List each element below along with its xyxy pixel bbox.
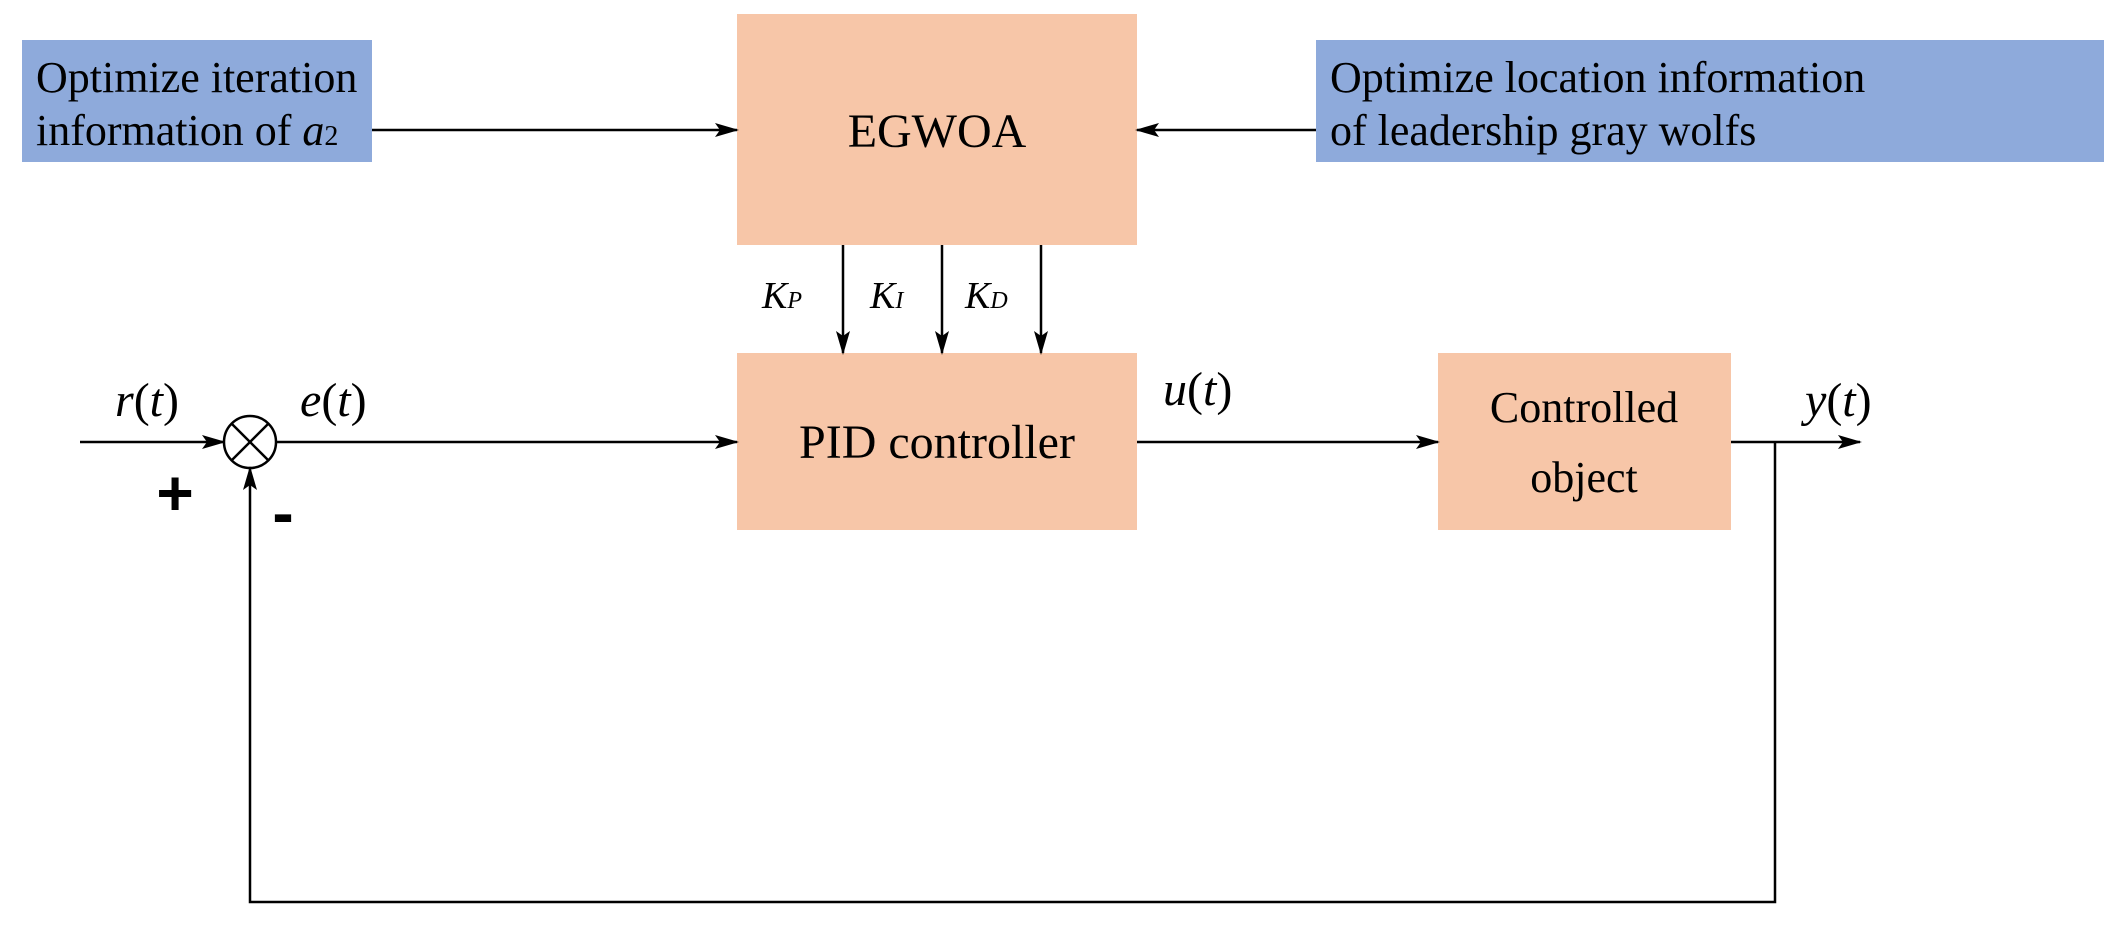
egwoa-rect bbox=[737, 14, 1137, 245]
controlled-object-box: Controlled object bbox=[1438, 353, 1731, 530]
signal-e-arg: t bbox=[337, 374, 352, 427]
signal-e-close: ) bbox=[351, 374, 367, 427]
gain-kd-var: K bbox=[964, 275, 992, 317]
pid-controller-label: PID controller bbox=[799, 416, 1075, 469]
minus-sign: - bbox=[272, 477, 293, 549]
gain-kd-sub: D bbox=[989, 288, 1007, 314]
controlled-object-rect bbox=[1438, 353, 1731, 530]
signal-u-arg: t bbox=[1203, 363, 1218, 416]
gain-kp-var: K bbox=[761, 275, 789, 317]
signal-y-arg: t bbox=[1842, 374, 1857, 427]
controlled-object-line2: object bbox=[1530, 453, 1638, 502]
gain-kd-label: KD bbox=[964, 275, 1008, 317]
optimize-iteration-var: a bbox=[302, 106, 324, 155]
egwoa-box: EGWOA bbox=[737, 14, 1137, 245]
optimize-location-line1: Optimize location information bbox=[1330, 53, 1865, 102]
summing-junction-cross-2 bbox=[230, 422, 270, 462]
gain-kp-sub: P bbox=[786, 288, 802, 314]
signal-u-label: u(t) bbox=[1163, 363, 1232, 416]
optimize-location-box: Optimize location information of leaders… bbox=[1316, 40, 2104, 162]
pid-controller-box: PID controller bbox=[737, 353, 1137, 530]
signal-u-name: u bbox=[1163, 363, 1187, 416]
signal-r-name: r bbox=[115, 374, 134, 427]
optimize-location-rect bbox=[1316, 40, 2104, 162]
optimize-iteration-rect bbox=[22, 40, 372, 162]
egwoa-label: EGWOA bbox=[848, 105, 1027, 158]
signal-r-close: ) bbox=[163, 374, 179, 427]
optimize-iteration-box: Optimize iteration information of a2 bbox=[22, 40, 372, 162]
signal-e-open: ( bbox=[321, 374, 337, 427]
gain-ki-label: KI bbox=[869, 275, 904, 317]
signal-u-close: ) bbox=[1216, 363, 1232, 416]
signal-r-open: ( bbox=[134, 374, 150, 427]
signal-e-label: e(t) bbox=[300, 374, 367, 427]
signal-y-close: ) bbox=[1856, 374, 1872, 427]
optimize-iteration-line1: Optimize iteration bbox=[36, 53, 357, 102]
signal-u-open: ( bbox=[1187, 363, 1203, 416]
plus-sign: + bbox=[156, 457, 193, 529]
signal-r-arg: t bbox=[150, 374, 165, 427]
signal-y-name: y bbox=[1800, 374, 1827, 427]
controlled-object-line1: Controlled bbox=[1490, 383, 1678, 432]
pid-controller-rect bbox=[737, 353, 1137, 530]
optimize-iteration-sub: 2 bbox=[324, 121, 338, 152]
optimize-iteration-line2-text: information of bbox=[36, 106, 302, 155]
feedback-path bbox=[243, 442, 1777, 904]
gain-ki-sub: I bbox=[894, 288, 904, 314]
optimize-iteration-line2: information of a2 bbox=[36, 106, 338, 155]
gain-ki-var: K bbox=[869, 275, 897, 317]
signal-e-name: e bbox=[300, 374, 321, 427]
summing-junction bbox=[222, 414, 278, 470]
signal-r-label: r(t) bbox=[115, 374, 179, 427]
signal-y-label: y(t) bbox=[1800, 374, 1872, 427]
signal-y-open: ( bbox=[1826, 374, 1842, 427]
gain-kp-label: KP bbox=[761, 275, 802, 317]
optimize-location-line2: of leadership gray wolfs bbox=[1330, 106, 1756, 155]
